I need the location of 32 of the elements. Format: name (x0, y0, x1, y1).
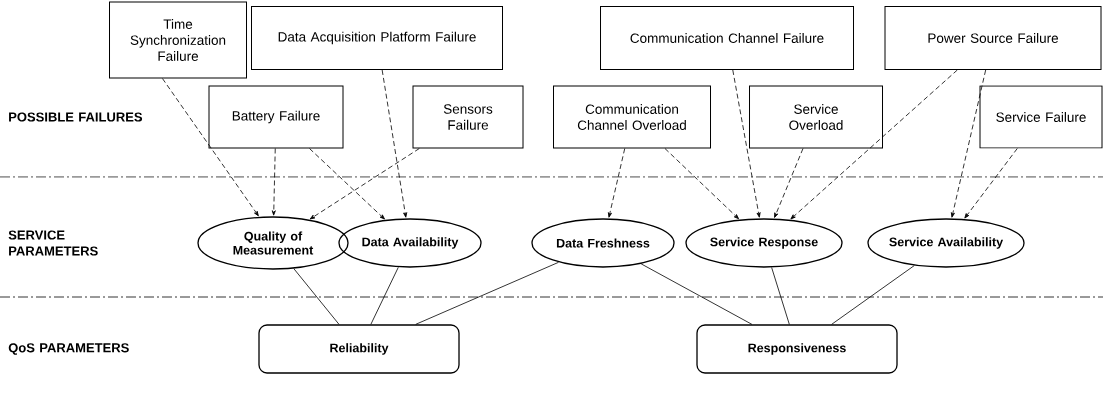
dashed-arrow (309, 148, 385, 220)
dashed-arrow (271, 148, 276, 216)
dashed-arrow (664, 148, 739, 220)
connector-line (771, 267, 790, 325)
failure-box: Data Acquisition Platform Failure (251, 6, 503, 70)
dashed-arrow (950, 69, 987, 218)
section-label: POSSIBLE FAILURES (9, 112, 143, 122)
dashed-arrow (790, 69, 958, 220)
dashed-arrow (162, 78, 259, 217)
failure-box: Service Failure (979, 85, 1103, 149)
section-label: QoS PARAMETERS (8, 343, 129, 355)
section-label: SERVICE PARAMETERS (8, 230, 98, 256)
failure-box: Communication Channel Overload (553, 85, 711, 149)
connector-line (640, 263, 753, 325)
failure-box: Time Synchronization Failure (109, 1, 247, 79)
dashed-arrow (309, 148, 420, 220)
dashed-arrow (964, 148, 1018, 219)
dashed-arrow (732, 69, 761, 218)
dashed-arrow (774, 148, 804, 218)
failure-box: Battery Failure (208, 85, 344, 149)
connector-line (831, 265, 915, 325)
dashed-arrow (607, 148, 626, 218)
connector-line (370, 266, 399, 325)
connector-line (293, 268, 340, 325)
connector-line (415, 261, 559, 325)
failure-box: Power Source Failure (884, 6, 1102, 70)
failure-box: Service Overload (749, 85, 883, 149)
failure-box: Communication Channel Failure (600, 6, 854, 70)
failure-box: Sensors Failure (412, 85, 524, 149)
qos-box: Reliability (258, 324, 460, 374)
dashed-arrow (381, 69, 408, 218)
qos-box: Responsiveness (696, 324, 898, 374)
